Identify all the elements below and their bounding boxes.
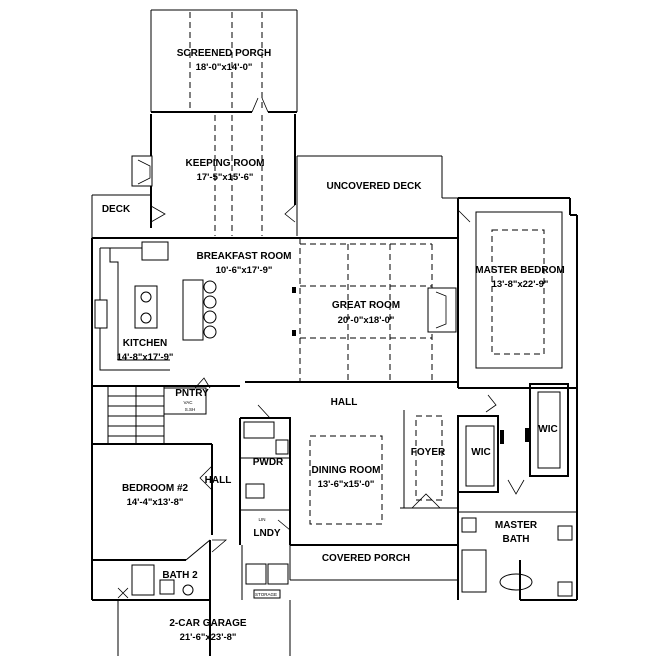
- keeping-room-area: [131, 114, 296, 236]
- uncovered-deck-label: UNCOVERED DECK: [326, 181, 422, 192]
- uncovered-deck-area: [296, 155, 458, 236]
- bedroom-2-label: BEDROOM #2: [122, 483, 189, 494]
- screened-porch-label: SCREENED PORCH: [177, 48, 271, 59]
- wic-label-1: WIC: [471, 447, 490, 458]
- great-room-dims: 20'-0"x18'-0": [338, 315, 395, 326]
- covered-porch-area: [289, 545, 458, 581]
- dining-room-label: DINING ROOM: [312, 465, 381, 476]
- master-bath-label-2: BATH: [502, 534, 529, 545]
- exterior-walls: [91, 197, 578, 601]
- master-bath-area: [457, 383, 577, 600]
- covered-porch-label: COVERED PORCH: [322, 553, 410, 564]
- great-room-label: GREAT ROOM: [332, 300, 400, 311]
- screened-porch-dims: 18'-0"x14'-0": [196, 62, 253, 73]
- hall-main-label: HALL: [331, 397, 358, 408]
- storage-note: STORAGE: [255, 592, 277, 597]
- stairs-area: [92, 377, 240, 445]
- foyer-label: FOYER: [411, 447, 446, 458]
- pantry-label: PNTRY: [175, 388, 209, 399]
- garage-dims: 21'-6"x23'-8": [180, 632, 237, 643]
- linen-note: LIN: [258, 517, 265, 522]
- dining-foyer-area: [290, 410, 458, 546]
- keeping-room-label: KEEPING ROOM: [186, 158, 265, 169]
- garage-area: [117, 540, 291, 656]
- kitchen-label: KITCHEN: [123, 338, 167, 349]
- deck-label: DECK: [102, 204, 131, 215]
- deck-area: [91, 194, 166, 238]
- bedroom2-area: [92, 444, 228, 599]
- laundry-label: LNDY: [253, 528, 281, 539]
- powder-label: PWDR: [253, 457, 284, 468]
- kitchen-dims: 14'-8"x17'-9": [117, 352, 174, 363]
- hall-2-label: HALL: [205, 475, 232, 486]
- bedroom-2-dims: 14'-4"x13'-8": [127, 497, 184, 508]
- breakfast-room-dims: 10'-6"x17'-9": [216, 265, 273, 276]
- wic-label-2: WIC: [538, 424, 557, 435]
- garage-label: 2-CAR GARAGE: [169, 618, 247, 629]
- master-bedroom-dims: 13'-8"x22'-9": [492, 279, 549, 290]
- pantry-note-b: S.SH: [185, 407, 196, 412]
- dining-room-dims: 13'-6"x15'-0": [318, 479, 375, 490]
- master-bath-label: MASTER: [495, 520, 538, 531]
- screened-porch-area: [150, 9, 298, 113]
- bath-2-label: BATH 2: [162, 570, 198, 581]
- pantry-note-a: VAC: [184, 400, 194, 405]
- breakfast-room-label: BREAKFAST ROOM: [197, 251, 292, 262]
- keeping-room-dims: 17'-5"x15'-6": [197, 172, 254, 183]
- powder-laundry-area: [239, 404, 291, 545]
- master-bedroom-label: MASTER BEDROM: [475, 265, 564, 276]
- kitchen-area: [94, 238, 301, 382]
- great-room-area: [245, 243, 458, 383]
- master-bedroom-area: [457, 209, 577, 413]
